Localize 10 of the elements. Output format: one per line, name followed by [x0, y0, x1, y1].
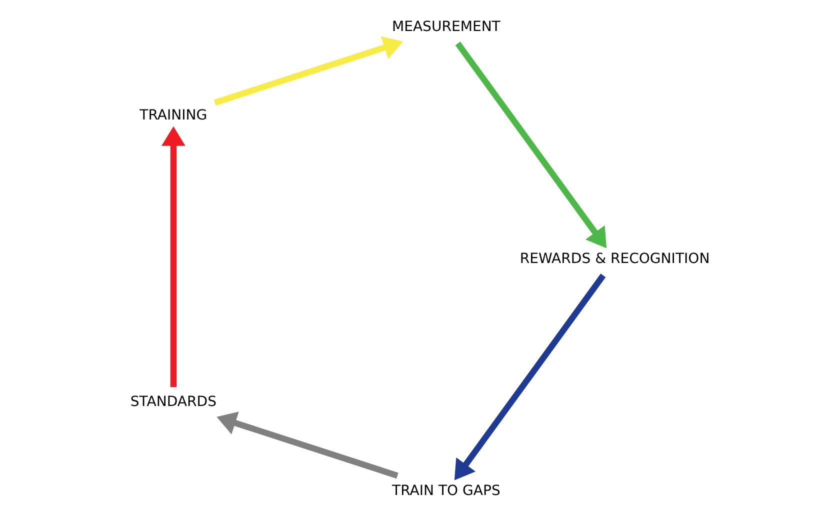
- arrow: [454, 274, 606, 480]
- node-text: STANDARDS: [130, 394, 216, 410]
- arrow: [216, 412, 398, 479]
- arrow: [454, 42, 606, 248]
- node-text: REWARDS & RECOGNITION: [519, 250, 710, 267]
- arrow: [213, 36, 403, 106]
- arrow: [161, 126, 185, 388]
- node-text: TRAINING: [139, 107, 207, 124]
- node-text: MEASUREMENT: [391, 18, 500, 35]
- node-text: TRAIN TO GAPS: [392, 482, 500, 499]
